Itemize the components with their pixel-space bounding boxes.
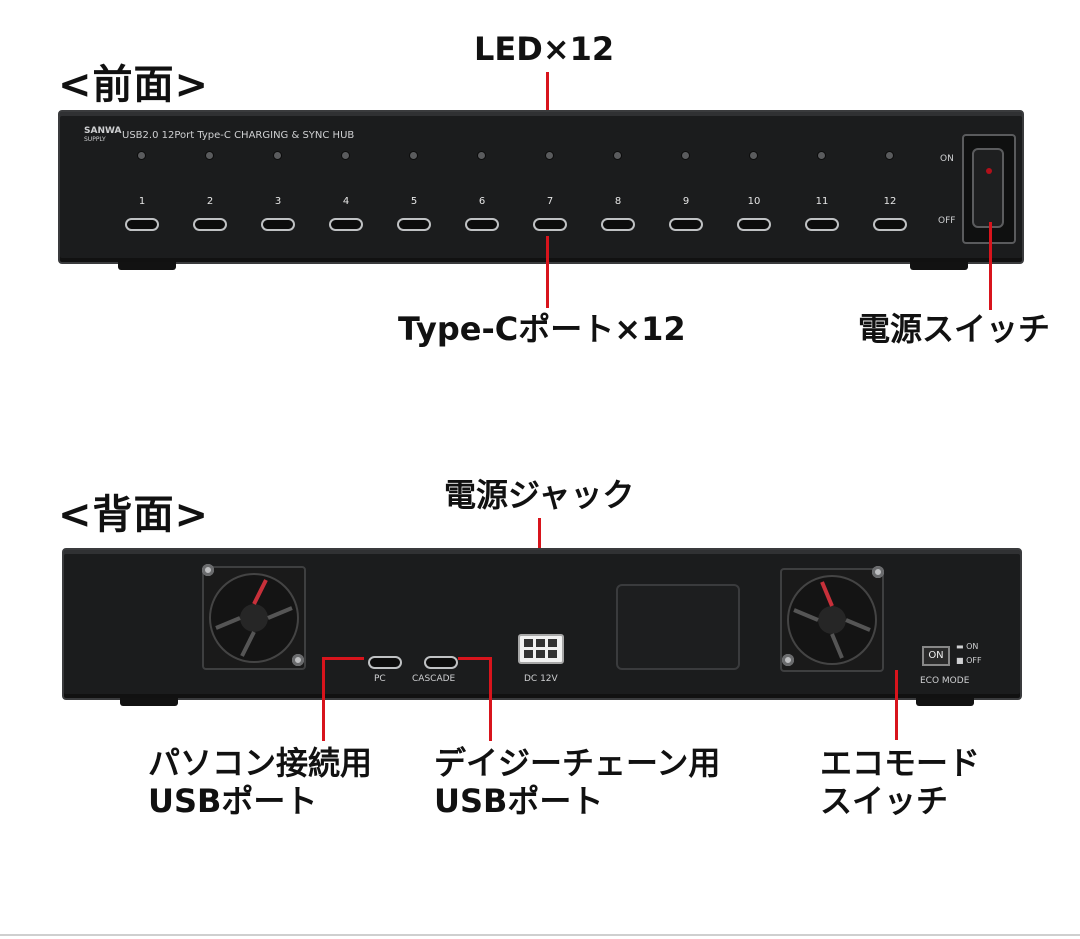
usb-c-port[interactable]	[737, 218, 771, 231]
port-pc-label: PC	[374, 674, 386, 684]
power-switch-callout: 電源スイッチ	[858, 310, 1051, 348]
usb-c-port-cascade[interactable]	[424, 656, 458, 669]
eco-off-text: OFF	[966, 656, 982, 665]
usb-c-port[interactable]	[873, 218, 907, 231]
dc-label: DC 12V	[524, 674, 558, 684]
led-callout: LED×12	[474, 30, 615, 68]
screw-icon	[872, 566, 884, 578]
front-foot-right	[910, 262, 968, 270]
port-number: 8	[614, 196, 622, 207]
pc-usb-callout-line2: USBポート	[148, 782, 318, 820]
eco-on-text: ON	[966, 642, 979, 651]
daisy-callout-line2: USBポート	[434, 782, 604, 820]
screw-icon	[292, 654, 304, 666]
daisy-leader-h	[458, 657, 491, 660]
port-number: 1	[138, 196, 146, 207]
daisy-leader-v	[489, 657, 492, 741]
port-number: 9	[682, 196, 690, 207]
pc-usb-leader-h	[322, 657, 364, 660]
back-panel: PC CASCADE DC 12V ON ▬ ON ■ OFF ECO MODE	[62, 548, 1022, 700]
usb-c-port[interactable]	[669, 218, 703, 231]
led-2	[206, 152, 213, 159]
led-5	[410, 152, 417, 159]
usb-c-port[interactable]	[601, 218, 635, 231]
port-number: 4	[342, 196, 350, 207]
eco-on-label: ▬ ON	[956, 642, 979, 651]
pc-usb-leader-v	[322, 657, 325, 741]
screw-icon	[782, 654, 794, 666]
label-plate	[616, 584, 740, 670]
port-number: 7	[546, 196, 554, 207]
power-switch-leader-line	[989, 222, 992, 310]
power-switch[interactable]	[972, 148, 1004, 228]
led-10	[750, 152, 757, 159]
port-number: 2	[206, 196, 214, 207]
port-number: 3	[274, 196, 282, 207]
port-cascade-label: CASCADE	[412, 674, 456, 684]
pc-usb-callout-line1: パソコン接続用	[148, 744, 373, 782]
cooling-fan-left	[202, 566, 306, 670]
port-number: 6	[478, 196, 486, 207]
dc-jack-callout: 電源ジャック	[444, 476, 635, 514]
back-heading: <背面>	[58, 492, 210, 538]
eco-callout-line1: エコモード	[820, 744, 981, 782]
dc-jack-pins-icon	[524, 639, 557, 658]
model-text: USB2.0 12Port Type-C CHARGING & SYNC HUB	[122, 130, 355, 141]
brand-subtext: SUPPLY	[84, 136, 106, 143]
switch-on-label: ON	[940, 154, 954, 164]
led-row	[60, 152, 1022, 162]
fan-blades-icon	[209, 573, 299, 663]
back-foot-left	[120, 698, 178, 706]
front-heading: <前面>	[58, 62, 210, 108]
usb-c-port[interactable]	[193, 218, 227, 231]
usb-c-port-pc[interactable]	[368, 656, 402, 669]
bottom-divider	[0, 934, 1080, 936]
type-c-leader-line	[546, 236, 549, 308]
back-foot-right	[916, 698, 974, 706]
led-4	[342, 152, 349, 159]
led-7	[546, 152, 553, 159]
daisy-callout-line1: デイジーチェーン用	[434, 744, 721, 782]
eco-mode-callout: エコモード スイッチ	[820, 744, 980, 820]
switch-off-label: OFF	[938, 216, 956, 226]
screw-icon	[202, 564, 214, 576]
port-number: 10	[747, 196, 761, 207]
usb-c-port[interactable]	[805, 218, 839, 231]
daisy-chain-callout: デイジーチェーン用 USBポート	[434, 744, 720, 820]
usb-c-port[interactable]	[261, 218, 295, 231]
eco-mode-switch[interactable]: ON	[922, 646, 950, 666]
port-number: 5	[410, 196, 418, 207]
front-foot-left	[118, 262, 176, 270]
type-c-callout: Type-Cポート×12	[398, 310, 686, 348]
usb-c-port[interactable]	[397, 218, 431, 231]
eco-callout-line2: スイッチ	[820, 782, 949, 820]
front-panel: SANWA SUPPLY USB2.0 12Port Type-C CHARGI…	[58, 110, 1024, 264]
fan-blades-icon	[787, 575, 877, 665]
usb-c-port[interactable]	[329, 218, 363, 231]
brand-logo: SANWA	[84, 126, 122, 136]
eco-off-label: ■ OFF	[956, 656, 982, 665]
led-12	[886, 152, 893, 159]
power-switch-indicator	[986, 168, 992, 174]
led-11	[818, 152, 825, 159]
led-9	[682, 152, 689, 159]
dc-jack[interactable]	[518, 634, 564, 664]
led-1	[138, 152, 145, 159]
cooling-fan-right	[780, 568, 884, 672]
led-3	[274, 152, 281, 159]
led-6	[478, 152, 485, 159]
led-8	[614, 152, 621, 159]
eco-leader-line	[895, 670, 898, 740]
port-number: 11	[815, 196, 829, 207]
pc-usb-callout: パソコン接続用 USBポート	[148, 744, 372, 820]
port-number: 12	[883, 196, 897, 207]
usb-c-port[interactable]	[125, 218, 159, 231]
usb-c-port[interactable]	[465, 218, 499, 231]
eco-mode-label: ECO MODE	[920, 676, 970, 686]
usb-c-port[interactable]	[533, 218, 567, 231]
